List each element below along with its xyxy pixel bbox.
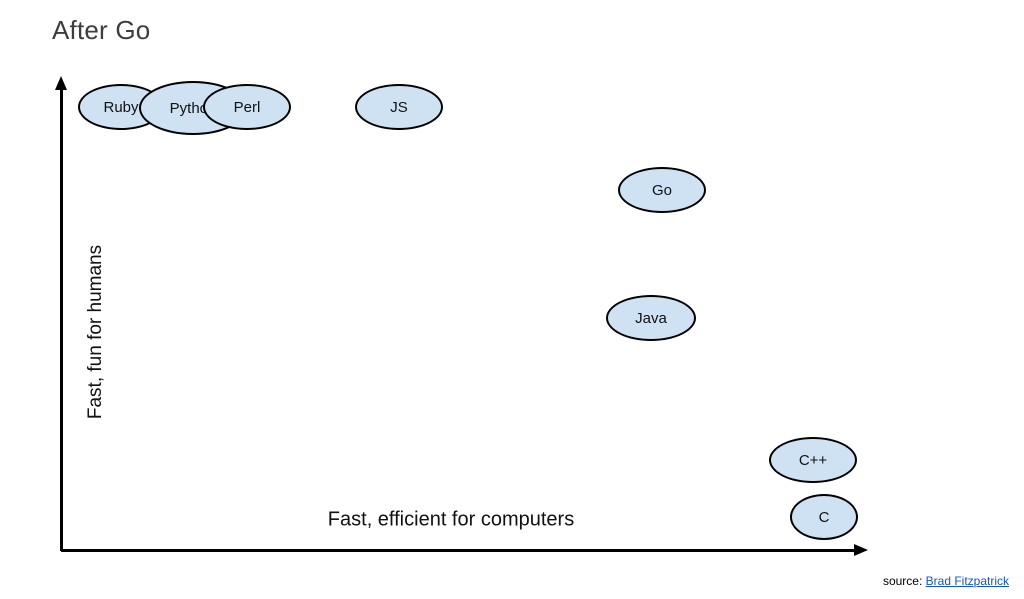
lang-label: Ruby (103, 98, 139, 116)
lang-ellipse-java: Java (606, 295, 696, 341)
lang-label: C++ (798, 451, 828, 469)
lang-ellipse-js: JS (355, 84, 443, 130)
x-axis-arrowhead-icon (854, 544, 868, 556)
lang-ellipse-c: C (790, 494, 858, 540)
source-link[interactable]: Brad Fitzpatrick (925, 574, 1009, 588)
chart-title: After Go (52, 15, 151, 45)
lang-ellipse-perl: Perl (203, 84, 291, 130)
source-line: source: Brad Fitzpatrick (883, 574, 1009, 588)
y-axis-label: Fast, fun for humans (85, 244, 106, 420)
y-axis-arrowhead-icon (55, 76, 67, 90)
source-prefix: source: (882, 574, 926, 588)
lang-label: C (818, 508, 830, 526)
lang-label: JS (390, 98, 408, 116)
lang-label: Go (651, 181, 672, 199)
lang-ellipse-c: C++ (769, 437, 857, 483)
x-axis-label: Fast, efficient for computers (327, 508, 575, 531)
lang-ellipse-go: Go (618, 167, 706, 213)
lang-label: Java (635, 309, 667, 327)
x-axis-line (61, 549, 856, 552)
y-axis-line (60, 88, 63, 551)
lang-label: Perl (233, 98, 261, 116)
